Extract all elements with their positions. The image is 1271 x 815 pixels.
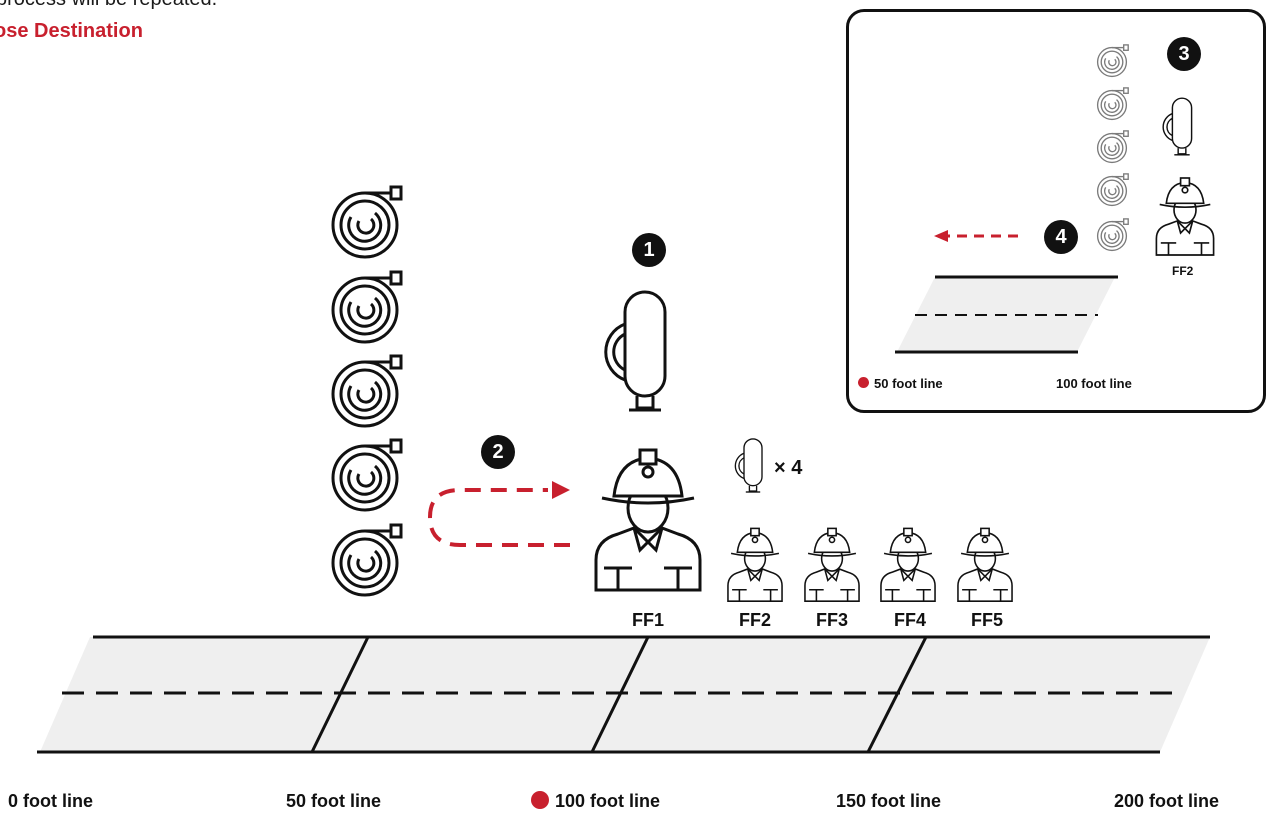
step-2-badge: 2 <box>481 435 515 469</box>
air-tank-icon <box>734 438 763 493</box>
route-arrow <box>427 488 570 547</box>
hose-coil-icon <box>331 270 403 344</box>
ff-label: FF5 <box>970 610 1003 630</box>
distance-label-100: 100 foot line <box>531 791 660 812</box>
air-tank-icon <box>604 290 667 412</box>
distance-label-100-text: 100 foot line <box>555 791 661 811</box>
ff-label: FF2 <box>738 610 771 630</box>
instruction-text: process will be repeated. <box>0 0 217 11</box>
ff-label: FF3 <box>815 610 848 630</box>
marker-dot-icon <box>531 791 549 809</box>
distance-label-200: 200 foot line <box>1114 791 1220 811</box>
step-4-badge: 4 <box>1044 220 1078 254</box>
firefighter-icon <box>804 527 860 602</box>
hose-coil-icon <box>331 523 403 597</box>
firefighter-icon <box>880 527 936 602</box>
tank-count: × 4 <box>774 457 803 479</box>
distance-label-150: 150 foot line <box>836 791 942 811</box>
step-3-badge: 3 <box>1167 37 1201 71</box>
hose-coil-icon <box>331 354 403 428</box>
road <box>37 635 1210 754</box>
firefighter-icon <box>957 527 1013 602</box>
arrow-head-icon <box>552 481 570 499</box>
firefighter-icon <box>727 527 783 602</box>
marker-dot-icon <box>858 377 869 388</box>
section-title: ose Destination <box>0 20 143 42</box>
distance-label-50: 50 foot line <box>286 791 382 811</box>
inset-ff-label: FF2 <box>1172 264 1194 278</box>
hose-coil-icon <box>331 185 403 259</box>
inset-label-50: 50 foot line <box>858 376 943 391</box>
inset-label-100: 100 foot line <box>1056 376 1132 391</box>
firefighter-icon <box>594 448 702 592</box>
inset-panel <box>846 9 1266 413</box>
distance-label-0: 0 foot line <box>8 791 93 811</box>
step-1-badge: 1 <box>632 233 666 267</box>
hose-stack <box>331 185 403 597</box>
ff-label: FF4 <box>893 610 926 630</box>
hose-coil-icon <box>331 438 403 512</box>
inset-label-50-text: 50 foot line <box>874 376 943 391</box>
ff-label: FF1 <box>631 610 664 630</box>
inset-diagram <box>895 44 1215 354</box>
